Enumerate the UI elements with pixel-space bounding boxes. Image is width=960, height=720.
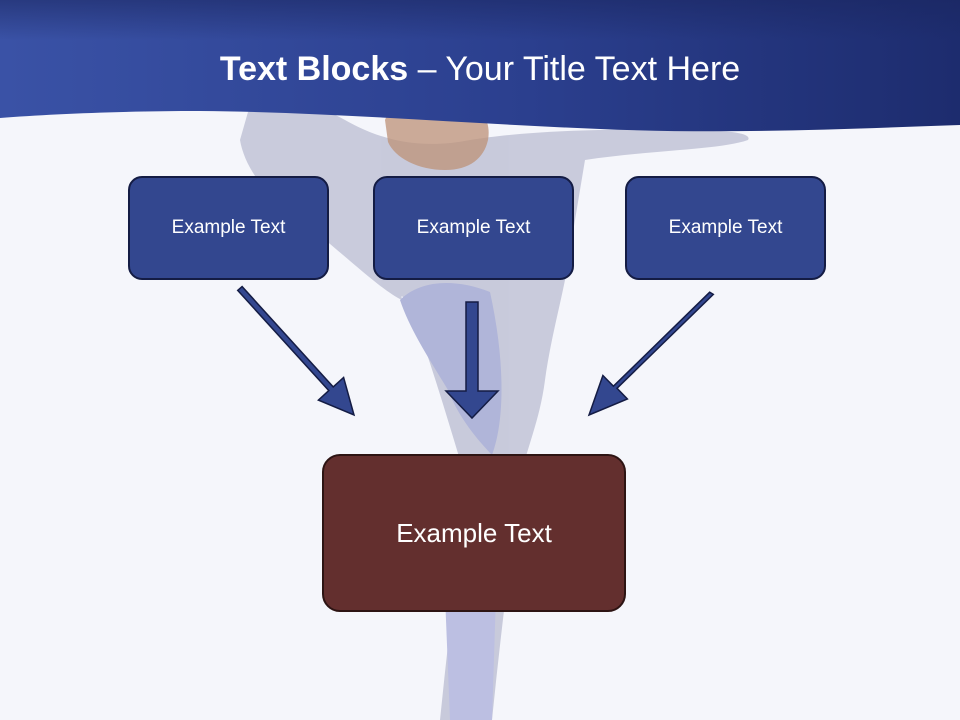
text-block-3-label: Example Text (668, 217, 783, 238)
slide-title: Text Blocks – Your Title Text Here (0, 50, 960, 89)
title-dash: – (408, 50, 446, 88)
text-block-1: Example Text (128, 176, 329, 280)
text-block-2-label: Example Text (416, 217, 531, 238)
result-block-label: Example Text (396, 517, 552, 548)
text-block-1-label: Example Text (171, 217, 286, 238)
arrow-right (587, 291, 715, 417)
result-block: Example Text (322, 454, 626, 612)
arrow-center (444, 301, 500, 420)
text-block-2: Example Text (373, 176, 574, 280)
title-bold: Text Blocks (219, 50, 409, 88)
text-block-3: Example Text (625, 176, 826, 280)
title-rest: Your Title Text Here (445, 50, 741, 88)
arrow-left (236, 285, 356, 417)
